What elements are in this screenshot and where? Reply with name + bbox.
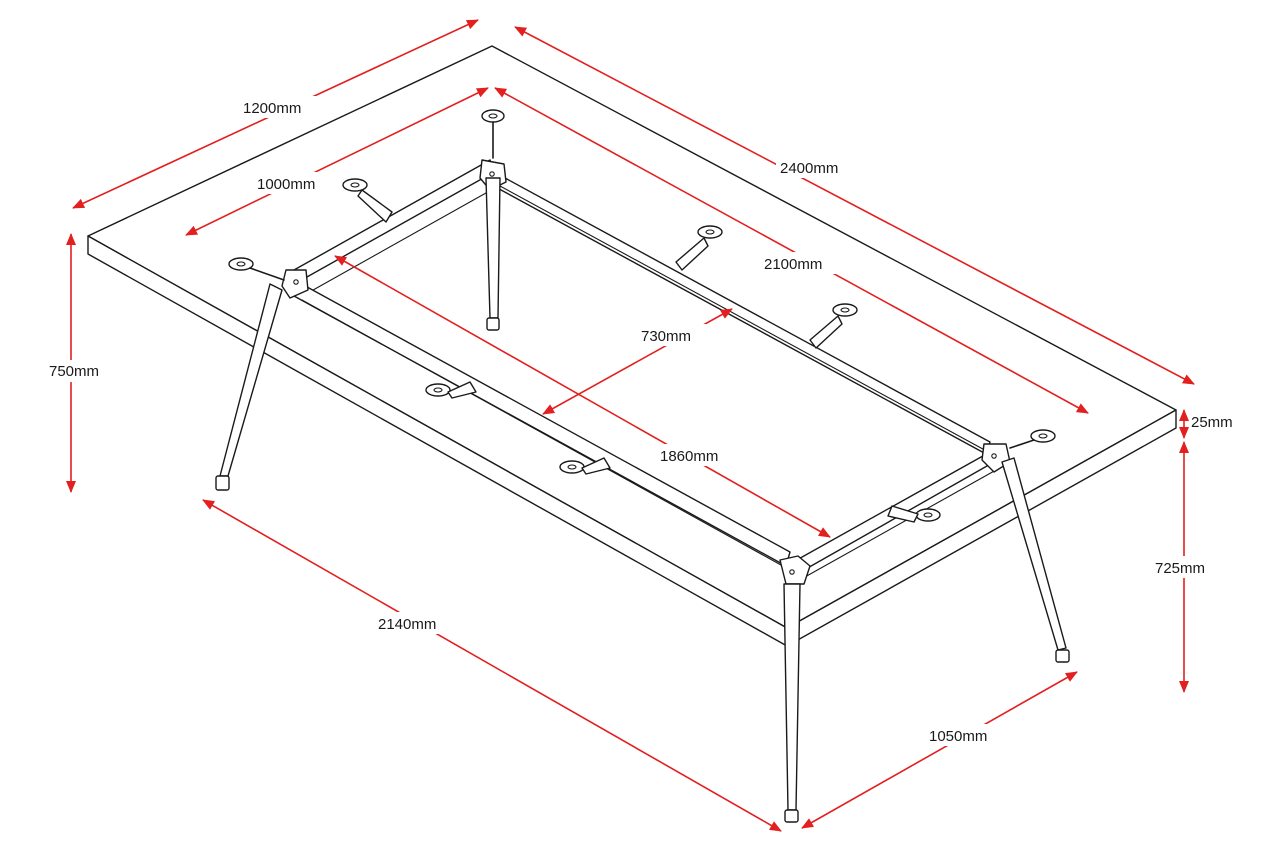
label-leg-width-span: 1050mm bbox=[929, 728, 987, 745]
table-legs bbox=[215, 177, 1070, 823]
label-frame-width: 1000mm bbox=[257, 176, 315, 193]
label-overall-height: 750mm bbox=[49, 363, 99, 380]
label-frame-length: 2100mm bbox=[764, 256, 822, 273]
label-top-width: 1200mm bbox=[243, 100, 301, 117]
table-top bbox=[87, 45, 1177, 647]
dim-line-frame-length bbox=[494, 87, 1089, 414]
corner-bracket-front-left bbox=[779, 555, 811, 585]
label-top-length: 2400mm bbox=[780, 160, 838, 177]
dim-line-inner-length bbox=[334, 255, 831, 538]
support-pad bbox=[1009, 429, 1056, 449]
dimension-labels: 1200mm 2400mm 1000mm 2100mm 730mm 1860mm… bbox=[49, 100, 1233, 745]
support-pad bbox=[887, 505, 941, 523]
label-leg-length-span: 2140mm bbox=[378, 616, 436, 633]
label-inner-length: 1860mm bbox=[660, 448, 718, 465]
leg-right bbox=[1001, 457, 1067, 651]
label-frame-height: 725mm bbox=[1155, 560, 1205, 577]
leg-front bbox=[783, 583, 801, 811]
dim-line-leg-width bbox=[801, 671, 1078, 829]
label-backgrounds bbox=[44, 96, 1220, 746]
dim-line-frame-width bbox=[185, 87, 489, 236]
label-top-thickness: 25mm bbox=[1191, 414, 1233, 431]
support-pad bbox=[228, 257, 285, 281]
label-inner-width: 730mm bbox=[641, 328, 691, 345]
dim-line-leg-length bbox=[202, 499, 782, 832]
